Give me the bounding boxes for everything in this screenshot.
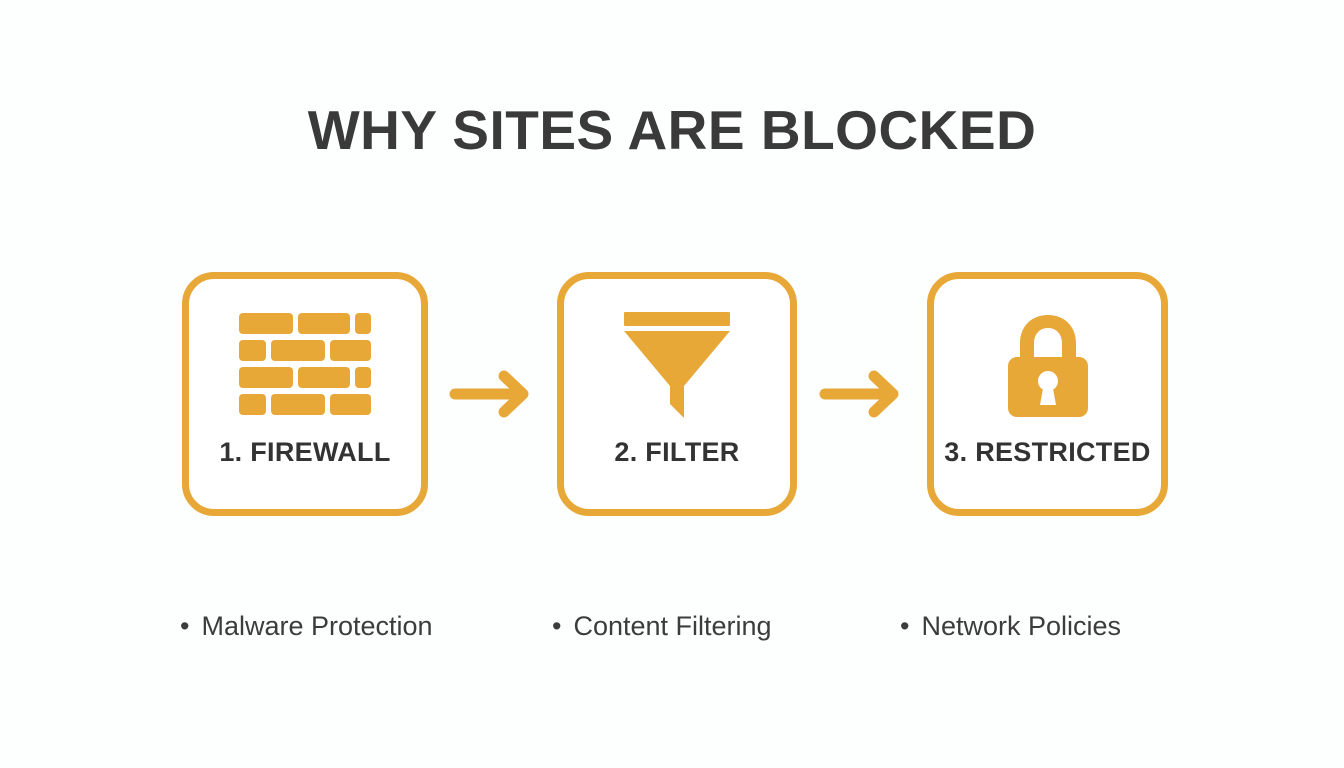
bullet-list: • Malware Protection • Content Filtering… [120, 606, 1230, 650]
bullet-text: Network Policies [921, 611, 1122, 641]
bullet-marker-icon: • [552, 611, 562, 641]
step-card-filter[interactable]: 2. FILTER [557, 272, 797, 516]
step-card-firewall[interactable]: 1. FIREWALL [182, 272, 428, 516]
arrow-right-icon [819, 368, 905, 420]
step-label: 3. RESTRICTED [944, 437, 1151, 467]
bullet-text: Content Filtering [573, 611, 772, 641]
bullet-marker-icon: • [900, 611, 910, 641]
brick-wall-icon [189, 305, 421, 425]
arrow-right-icon [449, 368, 535, 420]
lock-icon [934, 305, 1161, 425]
list-item: • Malware Protection [180, 606, 433, 646]
bullet-text: Malware Protection [201, 611, 433, 641]
bullet-marker-icon: • [180, 611, 190, 641]
step-label: 1. FIREWALL [219, 437, 391, 467]
step-card-restricted[interactable]: 3. RESTRICTED [927, 272, 1168, 516]
funnel-icon [564, 305, 790, 425]
list-item: • Network Policies [900, 606, 1121, 646]
process-flow: 1. FIREWALL 2. FILTER [182, 272, 1168, 516]
step-label: 2. FILTER [614, 437, 740, 467]
page-title: WHY SITES ARE BLOCKED [307, 99, 1037, 161]
list-item: • Content Filtering [552, 606, 772, 646]
